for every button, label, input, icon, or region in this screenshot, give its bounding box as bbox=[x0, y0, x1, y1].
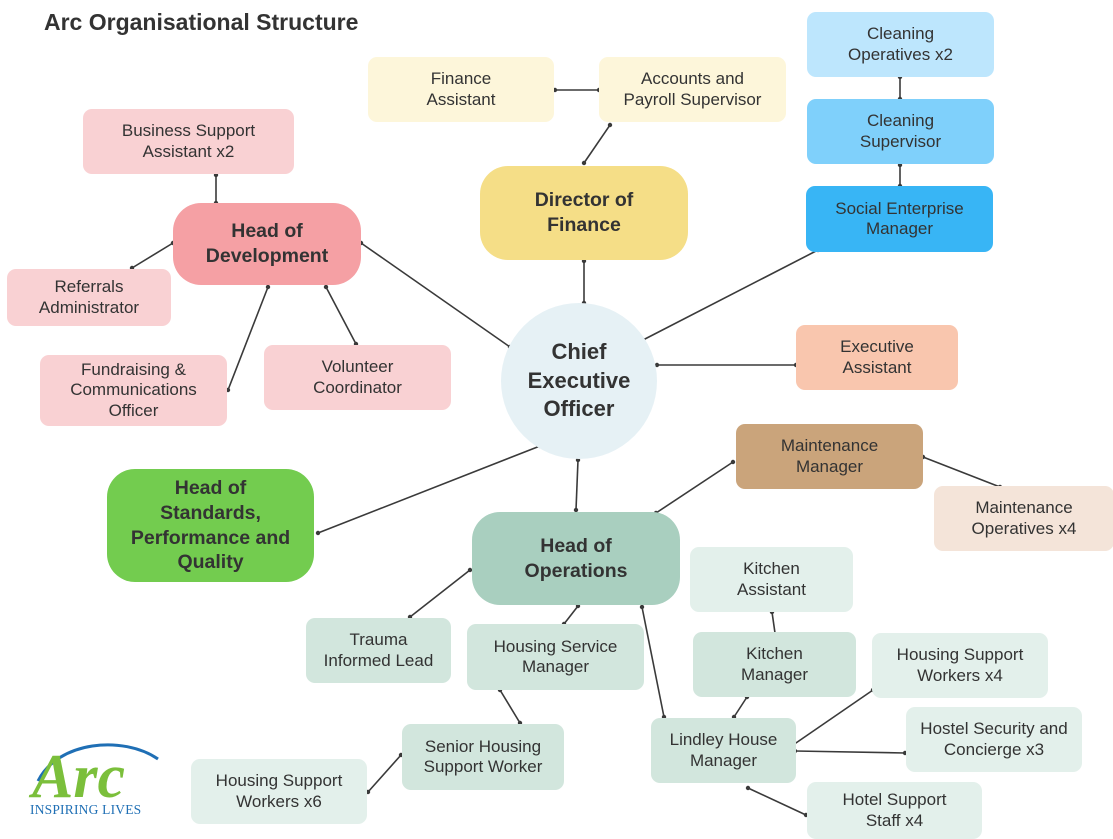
connector-line bbox=[747, 787, 807, 816]
arc-logo-mark: Arc bbox=[28, 743, 159, 805]
connector-line bbox=[563, 605, 579, 625]
connector-endpoint bbox=[607, 122, 613, 128]
head-of-standards-performance-quality-node: Head of Standards, Performance and Quali… bbox=[107, 469, 314, 582]
connector-line bbox=[367, 754, 402, 793]
cleaning-operatives-node: Cleaning Operatives x2 bbox=[807, 12, 994, 77]
kitchen-manager-node: Kitchen Manager bbox=[693, 632, 856, 697]
chart-title: Arc Organisational Structure bbox=[44, 9, 359, 35]
logo-swoosh bbox=[36, 743, 159, 782]
logo-tagline: INSPIRING LIVES bbox=[30, 802, 142, 817]
business-support-assistant-node: Business Support Assistant x2 bbox=[83, 109, 294, 174]
hotel-support-staff-node: Hotel Support Staff x4 bbox=[807, 782, 982, 839]
connector-line bbox=[922, 456, 1001, 488]
connector-line bbox=[641, 606, 665, 718]
cleaning-supervisor-node: Cleaning Supervisor bbox=[807, 99, 994, 164]
accounts-payroll-supervisor-node: Accounts and Payroll Supervisor bbox=[599, 57, 786, 122]
connector-endpoint bbox=[581, 160, 587, 166]
connector-line bbox=[642, 249, 819, 341]
connector-line bbox=[655, 461, 734, 514]
housing-support-workers-x6-node: Housing Support Workers x6 bbox=[191, 759, 367, 824]
connector-line bbox=[499, 689, 521, 724]
connector-endpoint bbox=[745, 785, 751, 791]
trauma-informed-lead-node: Trauma Informed Lead bbox=[306, 618, 451, 683]
connector-line bbox=[409, 569, 471, 618]
connector-endpoint bbox=[654, 362, 660, 368]
fundraising-communications-officer-node: Fundraising & Communications Officer bbox=[40, 355, 227, 426]
head-of-development-node: Head of Development bbox=[173, 203, 361, 285]
volunteer-coordinator-node: Volunteer Coordinator bbox=[264, 345, 451, 410]
director-of-finance-node: Director of Finance bbox=[480, 166, 688, 260]
referrals-administrator-node: Referrals Administrator bbox=[7, 269, 171, 326]
connector-line bbox=[325, 286, 357, 345]
hostel-security-concierge-node: Hostel Security and Concierge x3 bbox=[906, 707, 1082, 772]
connector-line bbox=[583, 124, 611, 164]
connector-endpoint bbox=[315, 530, 321, 536]
connector-endpoint bbox=[639, 604, 645, 610]
head-of-operations-node: Head of Operations bbox=[472, 512, 680, 605]
arc-logo: Arc INSPIRING LIVES bbox=[28, 735, 163, 825]
connector-line bbox=[792, 689, 874, 746]
connector-line bbox=[794, 750, 906, 754]
connector-line bbox=[317, 445, 541, 534]
executive-assistant-node: Executive Assistant bbox=[796, 325, 958, 390]
kitchen-assistant-node: Kitchen Assistant bbox=[690, 547, 853, 612]
lindley-house-manager-node: Lindley House Manager bbox=[651, 718, 796, 783]
housing-service-manager-node: Housing Service Manager bbox=[467, 624, 644, 690]
maintenance-manager-node: Maintenance Manager bbox=[736, 424, 923, 489]
housing-support-workers-x4-node: Housing Support Workers x4 bbox=[872, 633, 1048, 698]
maintenance-operatives-node: Maintenance Operatives x4 bbox=[934, 486, 1113, 551]
connector-endpoint bbox=[730, 459, 736, 465]
connector-endpoint bbox=[573, 507, 579, 513]
connector-line bbox=[360, 242, 511, 348]
connector-endpoint bbox=[467, 567, 473, 573]
connector-line bbox=[227, 286, 269, 391]
chief-executive-officer-node: Chief Executive Officer bbox=[501, 303, 657, 459]
social-enterprise-manager-node: Social Enterprise Manager bbox=[806, 186, 993, 252]
connector-line bbox=[733, 696, 748, 718]
connector-line bbox=[575, 459, 579, 511]
senior-housing-support-worker-node: Senior Housing Support Worker bbox=[402, 724, 564, 790]
connector-line bbox=[131, 242, 174, 269]
connector-endpoint bbox=[265, 284, 271, 290]
connector-endpoint bbox=[323, 284, 329, 290]
finance-assistant-node: Finance Assistant bbox=[368, 57, 554, 122]
logo-wordmark: Arc bbox=[28, 743, 125, 805]
